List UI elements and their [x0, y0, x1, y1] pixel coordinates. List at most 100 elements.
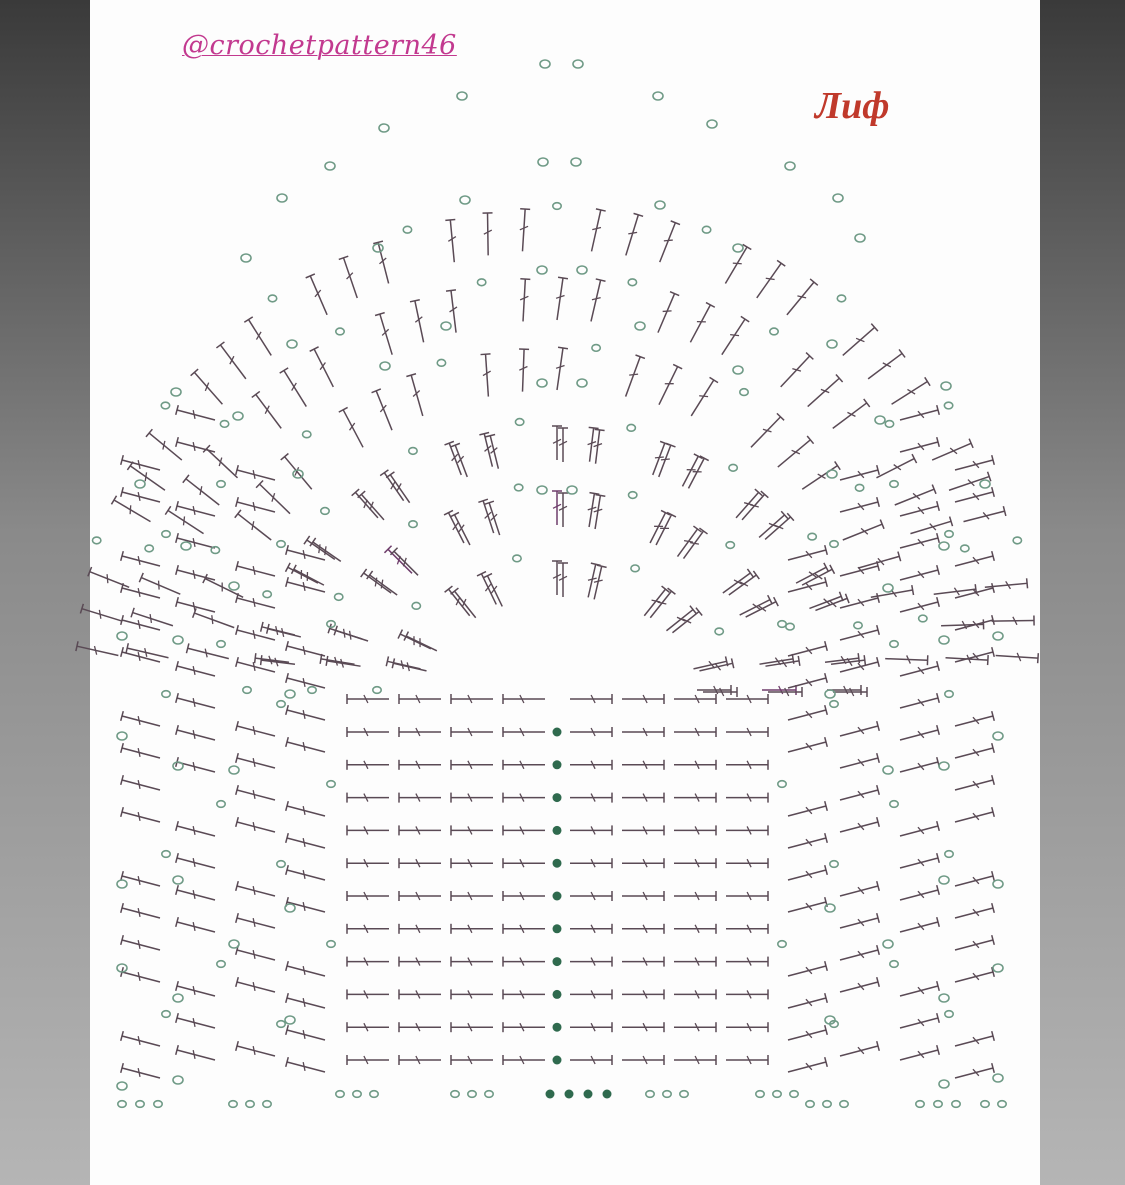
chain-icon	[161, 1009, 172, 1019]
chain-icon	[888, 479, 899, 489]
double-crochet-icon	[285, 864, 326, 881]
double-crochet-icon	[726, 858, 769, 869]
double-crochet-icon	[954, 934, 995, 951]
chain-icon	[979, 1099, 990, 1109]
double-crochet-icon	[175, 1012, 216, 1029]
double-crochet-icon	[398, 825, 441, 836]
chain-icon	[378, 123, 390, 133]
double-crochet-icon	[255, 480, 291, 515]
double-crochet-icon	[398, 858, 441, 869]
double-crochet-icon	[745, 596, 779, 618]
double-crochet-icon	[110, 495, 151, 523]
double-crochet-icon	[625, 212, 644, 256]
double-crochet-icon	[728, 570, 760, 596]
double-crochet-icon	[398, 923, 441, 934]
chain-icon	[626, 423, 637, 433]
double-crochet-icon	[787, 736, 828, 753]
double-crochet-icon	[120, 742, 161, 759]
chain-icon	[456, 91, 468, 101]
slip-stitch-icon	[552, 989, 562, 999]
double-crochet-icon	[87, 566, 130, 588]
double-crochet-icon	[899, 596, 940, 613]
double-crochet-icon	[593, 564, 607, 600]
double-crochet-icon	[995, 652, 1040, 664]
double-crochet-icon	[941, 619, 985, 630]
double-crochet-icon	[787, 896, 828, 913]
double-crochet-icon	[120, 806, 161, 823]
double-crochet-icon	[867, 348, 906, 380]
double-crochet-icon	[449, 511, 471, 546]
double-crochet-icon	[482, 572, 503, 607]
chain-icon	[888, 959, 899, 969]
chain-icon	[240, 253, 252, 263]
chain-icon	[514, 417, 525, 427]
double-crochet-icon	[346, 956, 389, 967]
chain-icon	[940, 381, 952, 391]
chain-icon	[807, 532, 818, 541]
double-crochet-icon	[175, 852, 216, 869]
double-crochet-icon	[120, 582, 161, 599]
chain-icon	[852, 621, 863, 630]
chain-icon	[654, 200, 666, 210]
chain-icon	[351, 1089, 362, 1099]
double-crochet-icon	[285, 960, 326, 977]
double-crochet-icon	[374, 311, 393, 355]
double-crochet-icon	[891, 376, 931, 405]
chain-icon	[334, 327, 345, 336]
double-crochet-icon	[445, 289, 458, 333]
chain-icon	[228, 581, 240, 591]
slip-stitch-icon	[602, 1089, 612, 1099]
double-crochet-icon	[202, 573, 244, 598]
chain-icon	[216, 959, 227, 969]
double-crochet-icon	[285, 992, 326, 1009]
double-crochet-icon	[643, 585, 670, 617]
chain-icon	[576, 265, 588, 275]
double-crochet-icon	[726, 891, 769, 901]
double-crochet-icon	[279, 367, 307, 407]
double-crochet-icon	[658, 363, 683, 406]
chain-icon	[180, 541, 192, 551]
double-crochet-icon	[899, 820, 940, 837]
double-crochet-icon	[687, 455, 710, 489]
chain-icon	[476, 278, 487, 287]
double-crochet-icon	[659, 220, 681, 263]
double-crochet-icon	[385, 656, 421, 670]
chain-icon	[943, 401, 954, 410]
double-crochet-icon	[259, 621, 296, 636]
chain-icon	[172, 875, 184, 885]
double-crochet-icon	[839, 592, 880, 609]
double-crochet-icon	[175, 500, 216, 517]
chain-icon	[537, 157, 549, 167]
double-crochet-icon	[839, 1040, 880, 1057]
chain-icon	[160, 401, 171, 410]
chain-icon	[372, 243, 384, 253]
double-crochet-icon	[622, 1022, 665, 1033]
chain-icon	[459, 195, 471, 205]
double-crochet-icon	[305, 273, 328, 316]
double-crochet-icon	[502, 858, 545, 869]
chain-icon	[992, 1073, 1004, 1083]
chain-icon	[992, 963, 1004, 973]
chain-icon	[785, 622, 796, 631]
double-crochet-icon	[175, 820, 216, 837]
double-crochet-icon	[676, 525, 702, 557]
double-crochet-icon	[590, 208, 606, 252]
double-crochet-icon	[120, 454, 161, 471]
double-crochet-icon	[954, 742, 995, 759]
chain-icon	[134, 479, 146, 489]
chain-icon	[116, 963, 128, 973]
chain-icon	[216, 479, 227, 489]
double-crochet-icon	[570, 891, 613, 901]
chain-icon	[828, 859, 839, 869]
chain-icon	[917, 614, 928, 623]
chain-icon	[882, 583, 894, 593]
double-crochet-icon	[285, 704, 326, 721]
chain-icon	[228, 765, 240, 775]
double-crochet-icon	[787, 992, 828, 1009]
double-crochet-icon	[899, 436, 940, 453]
chain-icon	[407, 446, 418, 456]
double-crochet-icon	[842, 323, 879, 356]
double-crochet-icon	[519, 278, 531, 322]
double-crochet-icon	[450, 587, 477, 619]
chain-icon	[804, 1099, 815, 1109]
